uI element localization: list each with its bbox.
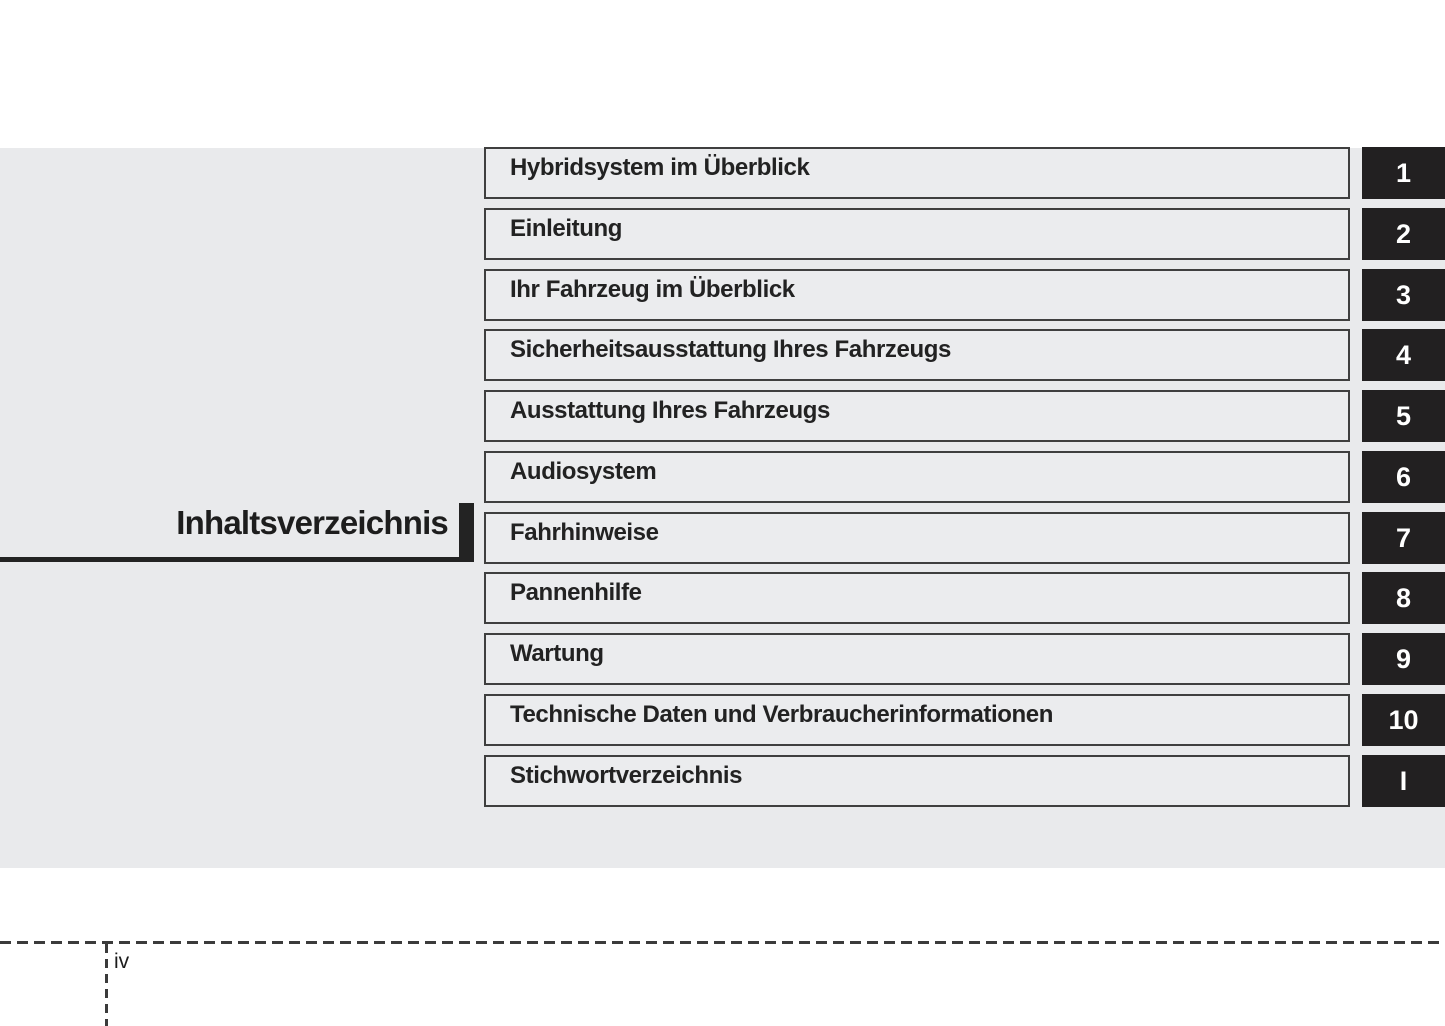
title-rule <box>0 557 459 562</box>
toc-row-1[interactable]: Hybridsystem im Überblick <box>484 147 1350 199</box>
gray-band <box>0 148 1445 868</box>
footer-dashed-line <box>0 941 1445 944</box>
toc-row-7[interactable]: Fahrhinweise <box>484 512 1350 564</box>
chapter-tab-label: 5 <box>1395 400 1412 431</box>
toc-row-2[interactable]: Einleitung <box>484 208 1350 260</box>
footer-margin-dashed-line <box>105 944 108 1026</box>
chapter-tab-label: 4 <box>1395 339 1412 370</box>
chapter-title: Hybridsystem im Überblick <box>510 154 810 181</box>
chapter-tab-8[interactable]: 8 <box>1362 572 1445 624</box>
chapter-tab-6[interactable]: 6 <box>1362 451 1445 503</box>
chapter-tab-label: 10 <box>1388 704 1419 735</box>
chapter-tab-label: 3 <box>1395 279 1412 310</box>
chapter-tab-label: 9 <box>1395 643 1412 674</box>
title-accent-bar <box>459 503 474 562</box>
toc-row-9[interactable]: Wartung <box>484 633 1350 685</box>
chapter-title: Audiosystem <box>510 458 657 485</box>
toc-row-3[interactable]: Ihr Fahrzeug im Überblick <box>484 269 1350 321</box>
chapter-tab-label: 7 <box>1395 522 1412 553</box>
chapter-title: Ihr Fahrzeug im Überblick <box>510 276 795 303</box>
chapter-tab-label: I <box>1399 765 1408 796</box>
chapter-title: Sicherheitsausstattung Ihres Fahrzeugs <box>510 336 951 363</box>
chapter-tab-9[interactable]: 9 <box>1362 633 1445 685</box>
page-number: iv <box>114 950 130 973</box>
chapter-tab-2[interactable]: 2 <box>1362 208 1445 260</box>
toc-row-6[interactable]: Audiosystem <box>484 451 1350 503</box>
chapter-tab-3[interactable]: 3 <box>1362 269 1445 321</box>
chapter-title: Technische Daten und Verbraucherinformat… <box>510 701 1054 728</box>
chapter-title: Einleitung <box>510 215 622 242</box>
chapter-title: Fahrhinweise <box>510 519 659 546</box>
chapter-tab-label: 2 <box>1395 218 1412 249</box>
chapter-tab-label: 1 <box>1395 157 1412 188</box>
chapter-tab-7[interactable]: 7 <box>1362 512 1445 564</box>
chapter-tab-10[interactable]: 10 <box>1362 694 1445 746</box>
toc-row-5[interactable]: Ausstattung Ihres Fahrzeugs <box>484 390 1350 442</box>
toc-row-11[interactable]: Stichwortverzeichnis <box>484 755 1350 807</box>
chapter-tab-4[interactable]: 4 <box>1362 329 1445 381</box>
chapter-title: Pannenhilfe <box>510 579 642 606</box>
toc-row-4[interactable]: Sicherheitsausstattung Ihres Fahrzeugs <box>484 329 1350 381</box>
chapter-tab-label: 8 <box>1395 582 1412 613</box>
toc-row-8[interactable]: Pannenhilfe <box>484 572 1350 624</box>
chapter-tab-5[interactable]: 5 <box>1362 390 1445 442</box>
chapter-title: Wartung <box>510 640 604 667</box>
page-title: Inhaltsverzeichnis <box>176 504 449 541</box>
chapter-tab-index[interactable]: I <box>1362 755 1445 807</box>
toc-row-10[interactable]: Technische Daten und Verbraucherinformat… <box>484 694 1350 746</box>
chapter-tab-1[interactable]: 1 <box>1362 147 1445 199</box>
chapter-title: Stichwortverzeichnis <box>510 762 743 789</box>
chapter-tab-label: 6 <box>1395 461 1412 492</box>
chapter-title: Ausstattung Ihres Fahrzeugs <box>510 397 830 424</box>
